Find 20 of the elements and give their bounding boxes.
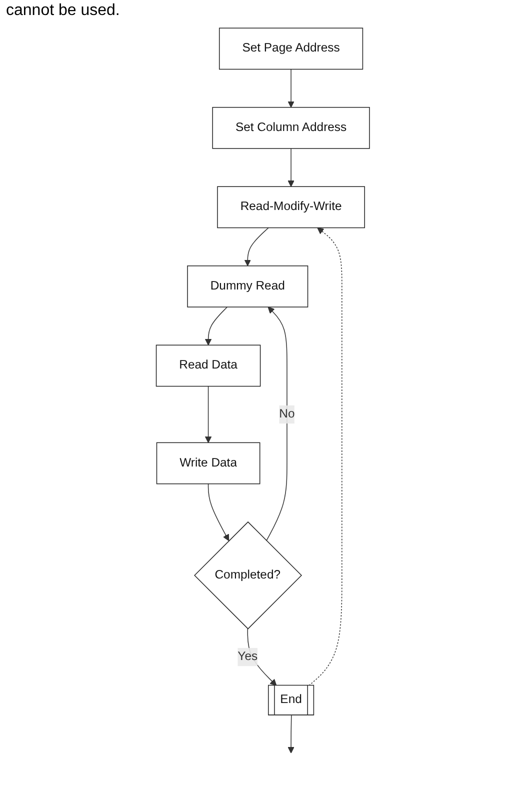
arrow xyxy=(288,148,294,187)
node-box: Dummy Read xyxy=(187,265,308,308)
arrow xyxy=(208,483,230,542)
arrow xyxy=(308,227,342,686)
arrow xyxy=(288,68,294,108)
node-box: Set Page Address xyxy=(219,28,364,70)
edge-label: No xyxy=(279,408,295,421)
edge-label: Yes xyxy=(238,650,258,664)
node-diamond: Completed? xyxy=(194,521,302,630)
arrow xyxy=(205,386,212,443)
arrow xyxy=(266,306,288,542)
arrow xyxy=(247,628,277,686)
node-box: Write Data xyxy=(156,442,260,484)
node-box: Set Column Address xyxy=(212,106,370,149)
node-box: Read-Modify-Write xyxy=(217,186,366,228)
node-box: Read Data xyxy=(156,344,261,387)
note-text: cannot be used. xyxy=(6,2,121,20)
arrow xyxy=(205,306,228,346)
arrow xyxy=(244,227,269,266)
arrow xyxy=(288,714,294,754)
